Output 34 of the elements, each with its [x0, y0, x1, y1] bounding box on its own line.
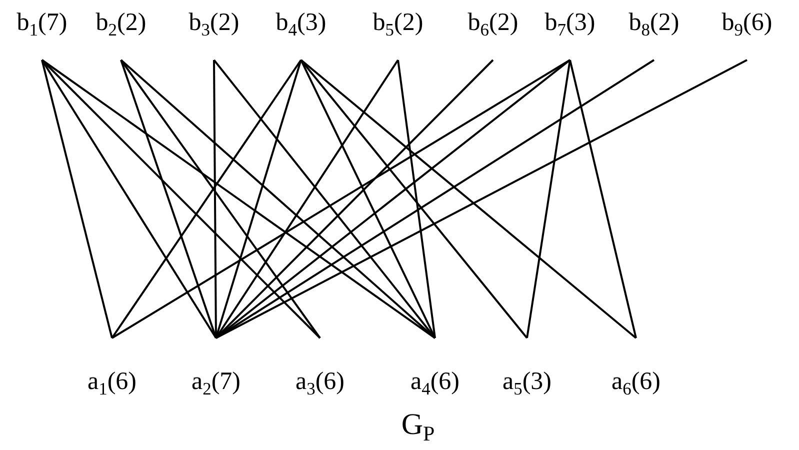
vertex-label: a$_{2}$(7): [191, 369, 240, 394]
edge-line: [300, 59, 637, 339]
vertex-label: b$_{1}$(7): [16, 10, 68, 35]
vertex-label: a$_{1}$(6): [87, 369, 136, 394]
edge-line: [120, 59, 436, 339]
vertex-label: a$_{6}$(6): [611, 369, 660, 394]
vertex-label: b$_{4}$(3): [276, 10, 326, 35]
vertex-label: a$_{5}$(3): [502, 369, 552, 394]
edge-line: [397, 60, 436, 338]
graph-caption: G$_{P}$: [400, 410, 436, 440]
vertex-label: b$_{8}$(2): [628, 10, 680, 35]
edge-line: [41, 60, 113, 338]
vertex-label: b$_{2}$(2): [96, 10, 146, 35]
edge-line: [111, 59, 571, 339]
vertex-label: a$_{3}$(6): [295, 369, 344, 394]
vertex-label: b$_{9}$(6): [722, 10, 772, 35]
edge-line: [300, 60, 436, 338]
edge-line: [215, 59, 571, 339]
edge-line: [213, 59, 436, 339]
edge-line: [526, 60, 571, 338]
edge-line: [41, 59, 321, 339]
edge-line: [569, 60, 637, 338]
vertex-label: b$_{7}$(3): [544, 10, 596, 35]
vertex-label: b$_{5}$(2): [372, 10, 424, 35]
edge-line: [41, 59, 436, 339]
edge-line: [216, 59, 748, 339]
vertex-label: a$_{4}$(6): [410, 369, 460, 394]
edge-line: [41, 59, 217, 339]
vertex-label: b$_{3}$(2): [188, 10, 240, 35]
edge-line: [300, 59, 528, 339]
edge-line: [215, 59, 655, 339]
edge-line: [120, 60, 217, 338]
vertex-label: b$_{6}$(2): [468, 10, 518, 35]
edge-line: [213, 60, 217, 338]
